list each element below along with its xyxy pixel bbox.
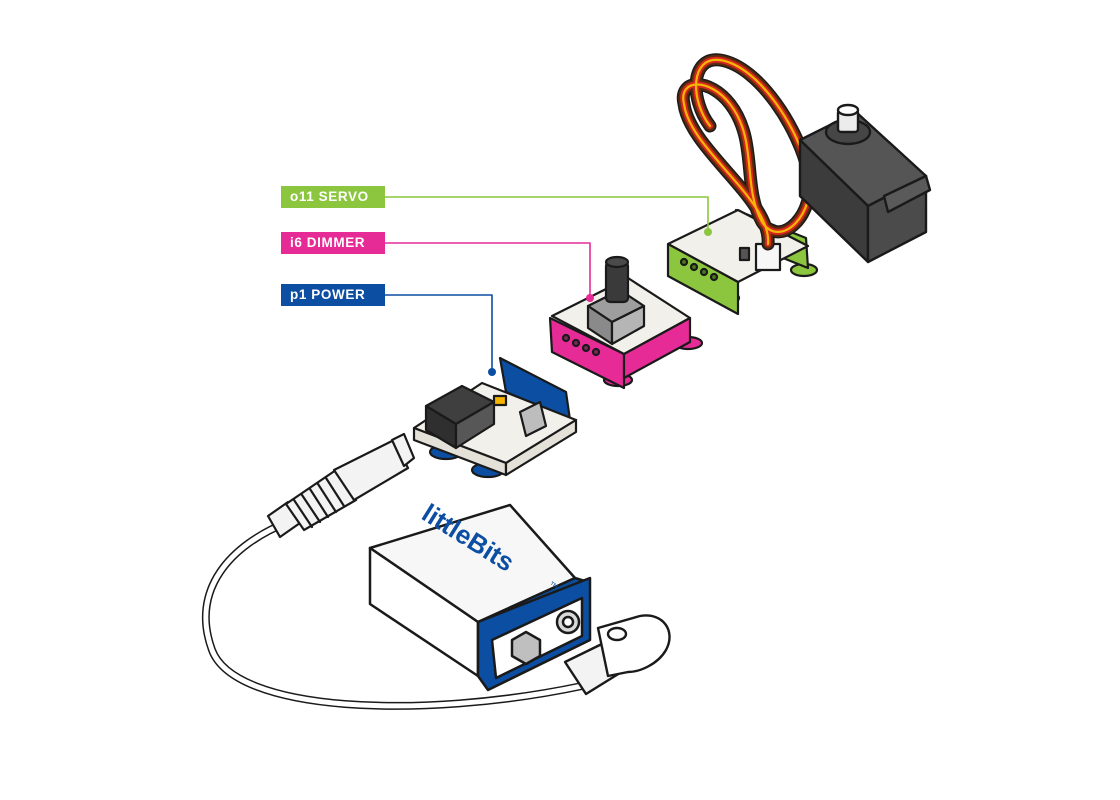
power-leader-dot (488, 368, 496, 376)
battery-logo-trademark: ™ (547, 579, 560, 592)
power-label: p1 POWER (281, 284, 385, 306)
servo-wire (676, 53, 817, 251)
servo-label: o11 SERVO (281, 186, 385, 208)
dimmer-label: i6 DIMMER (281, 232, 385, 254)
battery-cable (201, 518, 586, 710)
dimmer-leader-dot (586, 294, 594, 302)
dimmer-leader-line (384, 242, 591, 299)
power-leader-line (384, 294, 493, 373)
battery (368, 503, 592, 692)
servo-leader-dot (704, 228, 712, 236)
battery-snap (563, 614, 671, 696)
barrel-plug (266, 432, 416, 539)
power-module (412, 356, 578, 479)
servo-leader-line (384, 196, 709, 233)
dimmer-module (548, 255, 704, 390)
servo-motor (798, 103, 932, 264)
